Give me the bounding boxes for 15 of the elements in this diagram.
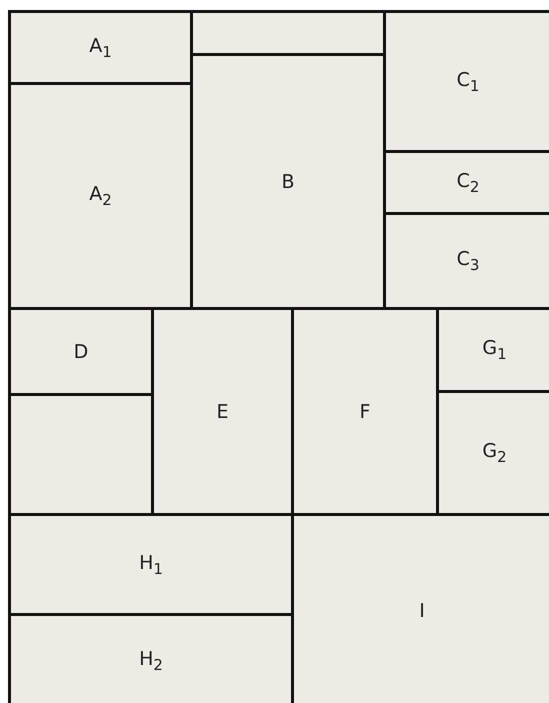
region-label: B xyxy=(281,170,295,192)
region-label: E xyxy=(216,400,228,422)
region-label: C$_{1}$ xyxy=(456,68,480,94)
region-label: I xyxy=(419,600,425,622)
region-label: F xyxy=(360,400,370,422)
region-label: H$_{1}$ xyxy=(139,552,163,578)
region-label: A$_{2}$ xyxy=(89,183,112,209)
region-label: D xyxy=(74,340,88,362)
plan-region xyxy=(8,10,193,85)
region-label: C$_{2}$ xyxy=(456,170,480,196)
region-label: G$_{2}$ xyxy=(482,440,507,466)
region-label: A$_{1}$ xyxy=(89,34,112,60)
region-label: C$_{3}$ xyxy=(456,248,480,274)
region-label: H$_{2}$ xyxy=(139,648,163,674)
region-label: G$_{1}$ xyxy=(482,337,507,363)
